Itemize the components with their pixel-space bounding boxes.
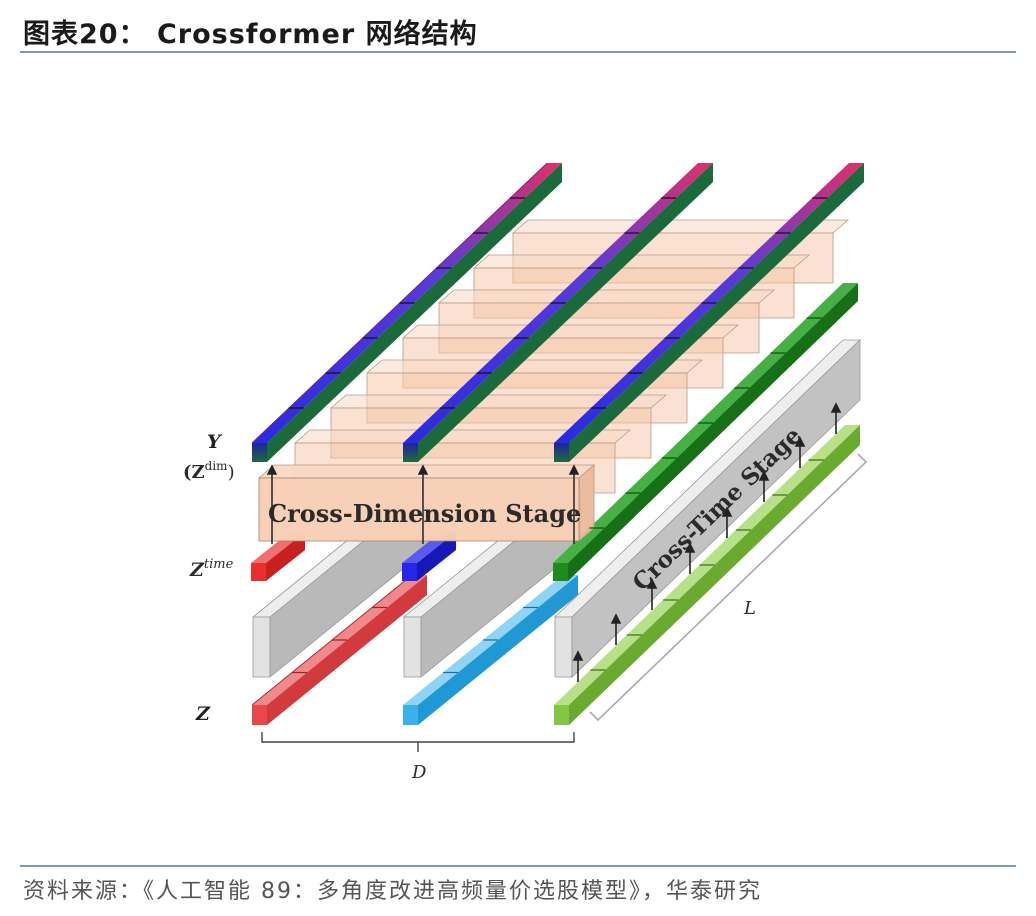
cross-dimension-stage-label: Cross-Dimension Stage [268,499,581,528]
figure-title: 图表20： Crossformer 网络结构 [23,12,478,51]
label-l: L [743,598,756,619]
label-zdim: (Zdim) [183,459,235,483]
d-bracket [262,732,574,752]
crossformer-diagram: Cross-Dimension Stage Cross-Time Stage Y… [0,60,1036,860]
label-z: Z [195,703,211,725]
title-rule [20,51,1016,53]
label-ztime: Ztime [189,557,234,581]
label-y: Y [207,431,223,453]
source-note: 资料来源：《人工智能 89：多角度改进高频量价选股模型》，华泰研究 [23,873,762,905]
source-rule [20,865,1016,867]
label-d: D [411,762,427,783]
